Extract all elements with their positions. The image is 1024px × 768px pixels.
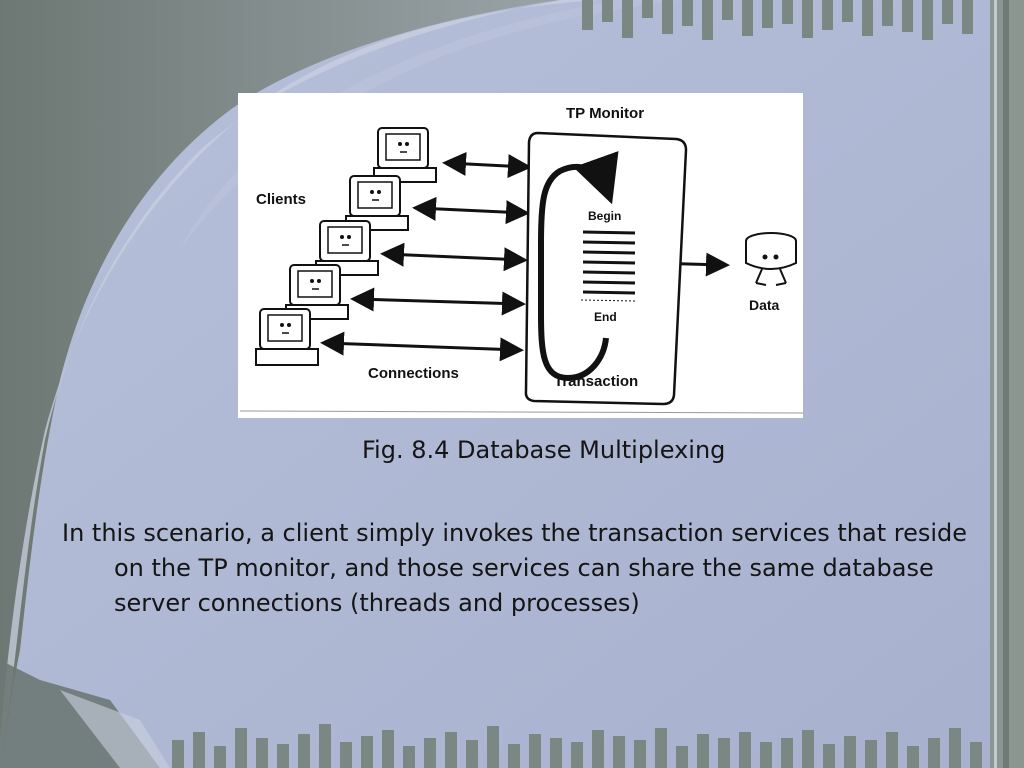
decorative-bar: [592, 730, 604, 768]
end-label: End: [594, 310, 617, 324]
decorative-bar: [962, 0, 973, 34]
decorative-bar: [844, 736, 856, 768]
decorative-bar: [886, 732, 898, 768]
decorative-bar: [487, 726, 499, 768]
decorative-bar: [676, 746, 688, 768]
connection-arrow: [320, 331, 524, 362]
decorative-bar: [718, 738, 730, 768]
decorative-bar: [602, 0, 613, 22]
decorative-bar: [722, 0, 733, 20]
client-computer-icon: [345, 175, 409, 231]
decorative-bar: [550, 738, 562, 768]
decorative-bar: [781, 738, 793, 768]
decorative-bar: [634, 740, 646, 768]
decorative-bar: [298, 734, 310, 768]
decorative-bar: [256, 738, 268, 768]
transaction-loop: [538, 151, 619, 382]
tp-monitor-label: TP Monitor: [566, 105, 644, 122]
decorative-bar: [382, 730, 394, 768]
decorative-bar: [172, 740, 184, 768]
connection-arrow: [350, 287, 526, 316]
decorative-bar: [802, 0, 813, 38]
database-multiplexing-figure: TP Monitor Clients Begin End Data Connec…: [238, 93, 803, 418]
database-cylinder-icon: [745, 232, 797, 286]
decorative-bar: [319, 724, 331, 768]
decorative-bar: [613, 736, 625, 768]
data-label: Data: [749, 297, 780, 313]
decorative-bar: [882, 0, 893, 26]
connections-label: Connections: [368, 365, 459, 382]
decorative-bar: [742, 0, 753, 36]
decorative-bar: [445, 732, 457, 768]
decorative-bar: [642, 0, 653, 18]
decorative-bar: [782, 0, 793, 24]
decorative-bar: [907, 746, 919, 768]
tp-monitor-box: [524, 131, 688, 406]
decorative-bar: [922, 0, 933, 40]
decorative-bar: [235, 728, 247, 768]
decorative-bar: [403, 746, 415, 768]
decorative-bar: [340, 742, 352, 768]
clients-label: Clients: [256, 191, 306, 208]
decorative-bar: [823, 744, 835, 768]
decorative-bar: [529, 734, 541, 768]
decorative-bar: [361, 736, 373, 768]
transaction-label: Transaction: [554, 373, 638, 390]
decorative-bar: [662, 0, 673, 34]
decorative-bar: [862, 0, 873, 36]
decorative-bar: [739, 732, 751, 768]
decorative-bar: [655, 728, 667, 768]
decorative-bar: [622, 0, 633, 38]
decorative-bar: [697, 734, 709, 768]
decorative-bar: [842, 0, 853, 22]
connection-arrow: [380, 242, 528, 272]
decorative-bar: [193, 732, 205, 768]
decorative-bar: [802, 730, 814, 768]
decorative-bar: [508, 744, 520, 768]
decorative-bar: [942, 0, 953, 24]
client-computer-icon: [373, 127, 437, 183]
figure-caption: Fig. 8.4 Database Multiplexing: [362, 436, 726, 464]
connection-arrow: [412, 196, 530, 225]
body-paragraph: In this scenario, a client simply invoke…: [62, 519, 968, 617]
decorative-bar: [865, 740, 877, 768]
decorative-bar: [970, 742, 982, 768]
client-computer-icon: [255, 308, 319, 366]
decorative-bar: [214, 746, 226, 768]
decorative-bar: [424, 738, 436, 768]
decorative-bar: [762, 0, 773, 28]
decorative-bar: [571, 742, 583, 768]
client-computer-icon: [285, 264, 349, 320]
decorative-bar: [682, 0, 693, 26]
decorative-bar: [760, 742, 772, 768]
begin-label: Begin: [588, 209, 621, 223]
tp-monitor-diagram: TP Monitor Clients Begin End Data Connec…: [239, 105, 803, 414]
decorative-bar: [949, 728, 961, 768]
decorative-bar: [822, 0, 833, 30]
decorative-bar: [466, 740, 478, 768]
decorative-bar: [277, 744, 289, 768]
decorative-bar: [902, 0, 913, 32]
decorative-bar: [702, 0, 713, 40]
decorative-bar: [928, 738, 940, 768]
transaction-lines: [582, 230, 636, 295]
connection-arrow: [442, 151, 532, 179]
client-computer-icon: [315, 220, 379, 276]
decorative-bar: [582, 0, 593, 30]
